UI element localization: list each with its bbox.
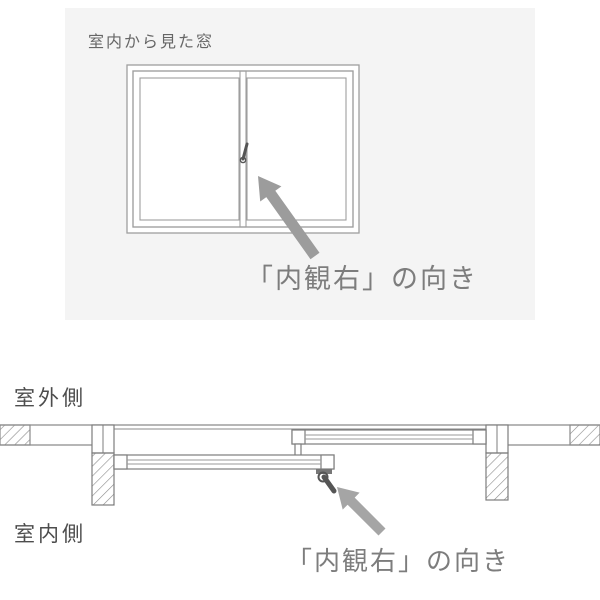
cross-section-drawing (0, 424, 600, 536)
indoor-sash (113, 454, 335, 470)
direction-caption-bottom: 「内観右」の向き (286, 547, 511, 577)
outdoor-sash (291, 429, 487, 457)
window-frame (126, 64, 360, 234)
direction-caption-top: 「内観右」の向き (246, 264, 478, 295)
indoor-side-label: 室内側 (14, 522, 86, 546)
right-jamb (485, 424, 509, 501)
window-front-drawing (126, 64, 360, 260)
crescent-lock-icon (239, 142, 249, 164)
direction-arrow-icon-bottom (337, 487, 386, 536)
outdoor-side-label: 室外側 (14, 386, 86, 410)
wall-hatch-right (569, 424, 600, 446)
wall-hatch-left (0, 424, 31, 446)
interior-view-panel: 室内から見た窓 「内観右」の (65, 8, 535, 320)
left-jamb (91, 424, 115, 506)
direction-arrow-icon (258, 176, 320, 260)
panel-title: 室内から見た窓 (88, 32, 215, 51)
crescent-lock-section-icon (316, 469, 337, 494)
